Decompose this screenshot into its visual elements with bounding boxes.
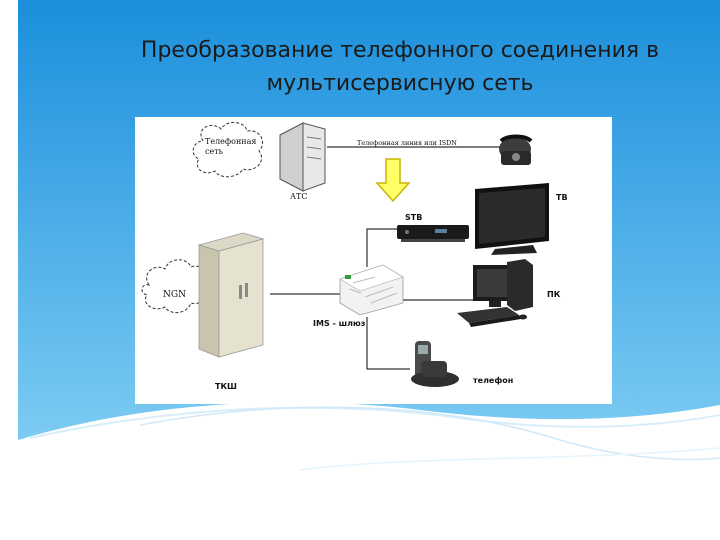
cordless-phone-icon	[411, 341, 459, 387]
pbx-label: АТС	[290, 192, 308, 201]
ims-gateway-icon	[339, 264, 404, 316]
isdn-line-label: Телефонная линия или ISDN	[357, 139, 457, 147]
network-diagram: Телефонная сеть АТС Телефонная линия или…	[135, 117, 612, 404]
phone-network-label: Телефонная сеть	[205, 137, 257, 156]
pc-icon	[457, 259, 533, 327]
desk-phone-icon	[499, 134, 533, 165]
pc-label: ПК	[547, 290, 561, 299]
pbx-server-icon	[279, 122, 326, 192]
slide-title: Преобразование телефонного соединения в …	[60, 34, 720, 100]
phone-network-cloud: Телефонная сеть	[192, 122, 263, 178]
ngn-label: NGN	[163, 290, 186, 300]
ims-gateway-label: IMS - шлюз	[313, 319, 366, 328]
tv-icon	[475, 183, 549, 255]
telecom-cabinet-icon	[197, 232, 265, 358]
connection-lines	[190, 146, 500, 370]
tv-label: ТВ	[556, 193, 568, 202]
stb-label: STB	[405, 213, 422, 222]
down-arrow-icon	[375, 158, 411, 203]
ngn-cloud	[141, 259, 207, 313]
set-top-box-icon	[397, 225, 469, 242]
slide-title-line-2: мультисервисную сеть	[266, 71, 534, 96]
slide-title-line-1: Преобразование телефонного соединения в	[140, 38, 660, 63]
cabinet-label: ТКШ	[215, 382, 237, 391]
phone-label: телефон	[473, 376, 513, 385]
